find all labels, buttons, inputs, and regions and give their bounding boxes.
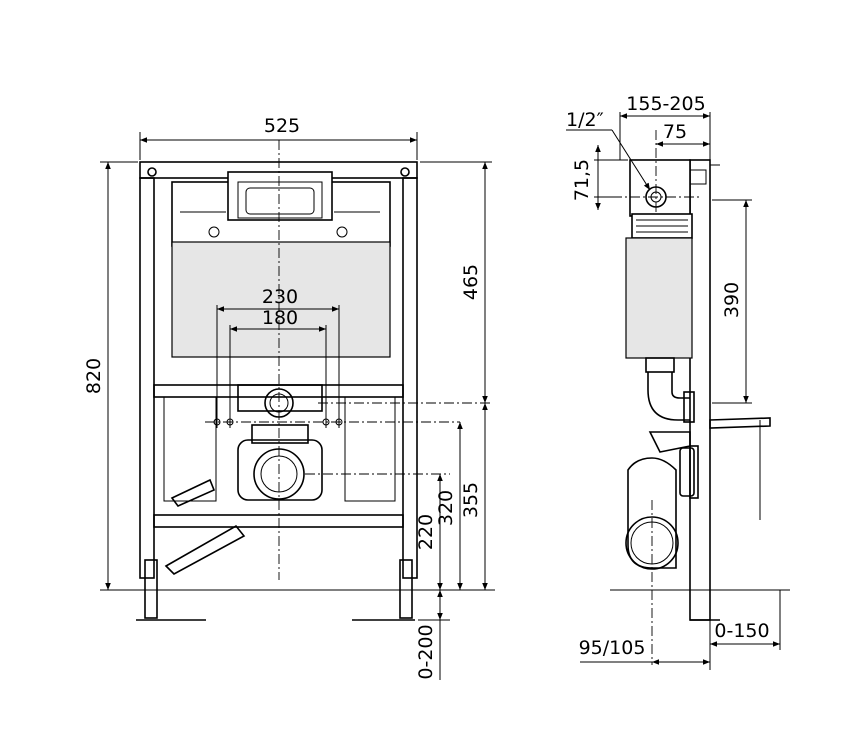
front-frame — [136, 161, 418, 621]
label-465: 465 — [460, 264, 482, 300]
dim-cistern-390: 390 — [712, 199, 752, 404]
dim-wall-0-150: 0-150 — [710, 590, 781, 650]
label-230: 230 — [262, 286, 298, 308]
label-355: 355 — [460, 482, 482, 518]
label-220: 220 — [415, 514, 437, 550]
label-820: 820 — [83, 358, 105, 394]
dim-outlet-95-105: 95/105 — [579, 600, 711, 670]
label-390: 390 — [721, 282, 743, 318]
dim-width-525: 525 — [139, 115, 418, 160]
front-view: 525 820 465 355 320 220 — [83, 115, 495, 680]
label-155-205: 155-205 — [626, 93, 705, 115]
label-180: 180 — [262, 307, 298, 329]
side-view: 155-205 1/2″ 75 71,5 390 — [566, 93, 790, 670]
dim-thread: 1/2″ — [566, 109, 651, 191]
dim-bolts: 230 180 — [216, 286, 340, 428]
label-0-200: 0-200 — [415, 624, 437, 679]
side-cistern — [625, 159, 707, 359]
dim-offset-75: 75 — [656, 121, 710, 147]
label-95-105: 95/105 — [579, 637, 646, 659]
label-71-5: 71,5 — [571, 159, 593, 201]
label-320: 320 — [435, 490, 457, 526]
dim-foot-0-200: 0-200 — [415, 590, 450, 680]
label-75: 75 — [663, 121, 687, 143]
dim-depth-155-205: 155-205 — [619, 93, 711, 160]
front-cistern — [171, 171, 391, 358]
dim-height-820: 820 — [83, 161, 140, 591]
dim-drain-heights: 355 320 220 — [100, 403, 495, 591]
label-half-inch: 1/2″ — [566, 109, 604, 131]
label-0-150: 0-150 — [714, 620, 769, 642]
label-525: 525 — [264, 115, 300, 137]
side-pan-connector — [648, 431, 699, 499]
dim-height-71-5: 71,5 — [571, 145, 628, 210]
side-frame-post — [689, 159, 711, 621]
side-elbow — [645, 357, 695, 423]
dim-cistern-465: 465 — [420, 161, 492, 403]
front-drain — [213, 384, 343, 501]
